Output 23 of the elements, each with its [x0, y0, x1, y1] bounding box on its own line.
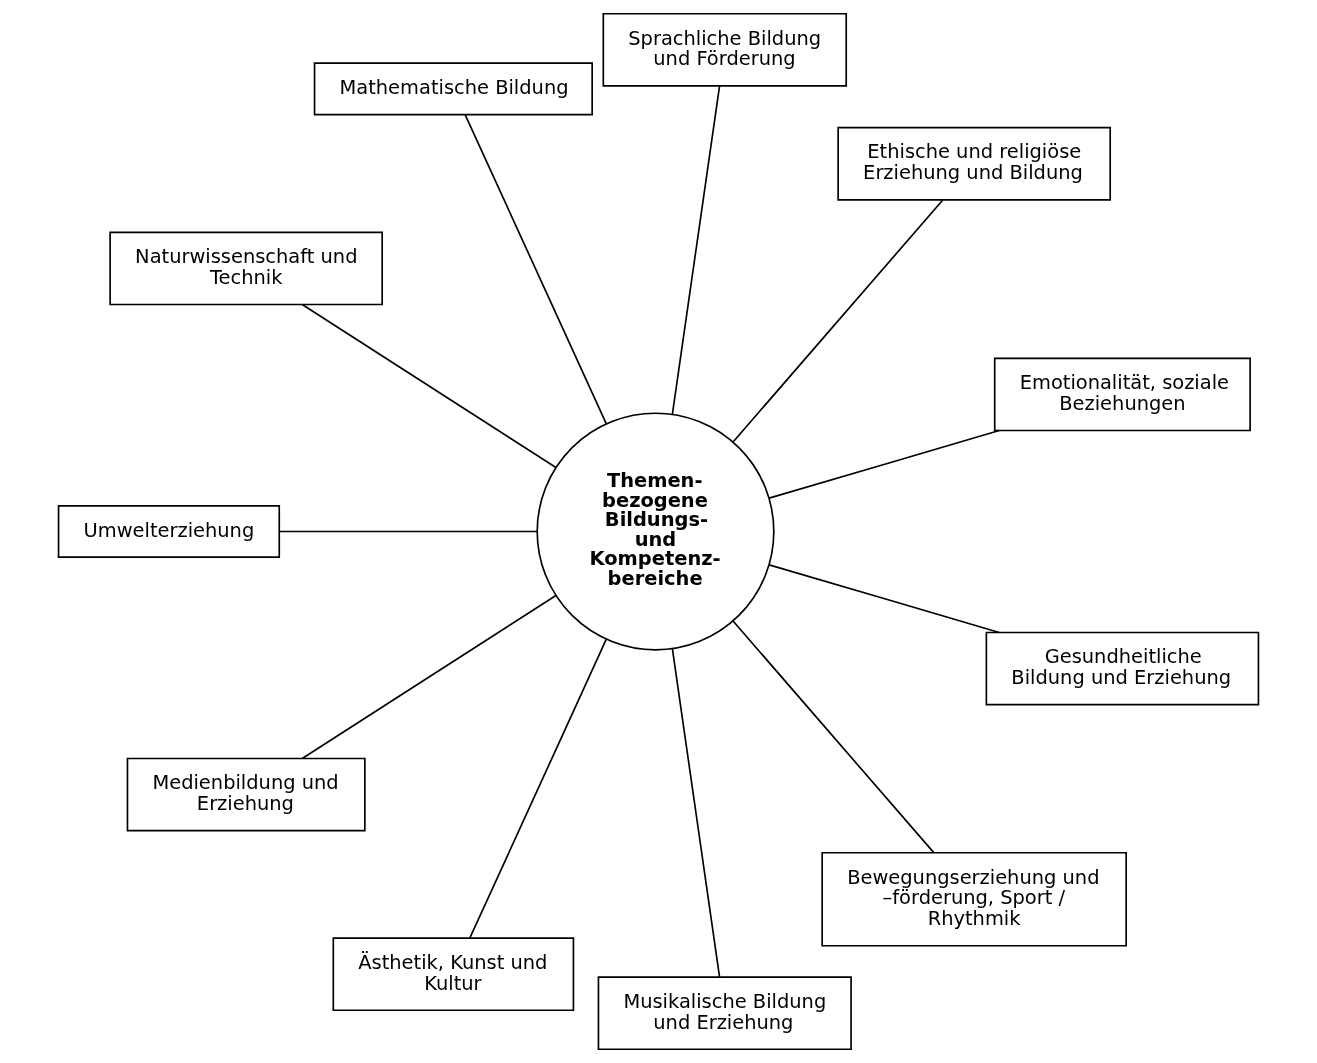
connector	[278, 530, 538, 533]
connector	[768, 564, 1001, 634]
node-box: Medienbildung und Erziehung	[126, 757, 366, 832]
connector	[301, 594, 557, 760]
node-circle: Themen- bezogene Bildungs- und Kompetenz- bereiche	[536, 412, 775, 651]
connector	[732, 199, 944, 443]
node-box: Umwelterziehung	[57, 505, 281, 559]
node-box: Mathematische Bildung	[313, 62, 593, 116]
node-box: Sprachliche Bildung und Förderung	[602, 12, 848, 87]
node-box: Naturwissenschaft und Technik	[109, 231, 383, 306]
connector	[301, 303, 557, 469]
node-box: Emotionalität, soziale Beziehungen	[993, 357, 1251, 432]
connector	[671, 85, 721, 416]
node-box: Ethische und religiöse Erziehung und Bildung	[837, 126, 1112, 201]
connector	[768, 429, 1001, 499]
connector	[671, 647, 721, 978]
connector	[469, 638, 608, 939]
connector	[732, 620, 935, 854]
node-box: Ästhetik, Kunst und Kultur	[332, 937, 575, 1012]
node-box: Gesundheitliche Bildung und Erziehung	[985, 631, 1260, 706]
node-box: Bewegungserziehung und –förderung, Sport / Rhythmik	[821, 851, 1127, 947]
node-box: Musikalische Bildung und Erziehung	[597, 976, 852, 1051]
connector	[464, 113, 608, 425]
